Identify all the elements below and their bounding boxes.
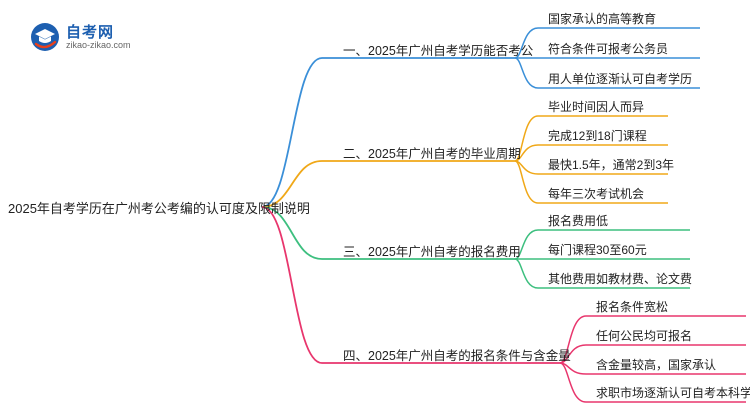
- leaf-item: 其他费用如教材费、论文费: [548, 272, 693, 286]
- branch-label: 三、2025年广州自考的报名费用: [343, 245, 521, 259]
- leaf-connector: [559, 344, 746, 364]
- branch-connector: [261, 206, 560, 364]
- leaf-connector: [514, 27, 700, 59]
- leaf-item: 每门课程30至60元: [548, 243, 647, 257]
- leaf-item: 用人单位逐渐认可自考学历: [548, 72, 693, 86]
- leaf-item: 毕业时间因人而异: [548, 100, 645, 114]
- leaf-connector: [514, 258, 690, 289]
- branch-label: 二、2025年广州自考的毕业周期: [343, 147, 521, 161]
- branch-connector: [261, 206, 515, 260]
- branch-connector: [261, 160, 515, 208]
- leaf-item: 最快1.5年，通常2到3年: [548, 158, 675, 172]
- leaf-item: 求职市场逐渐认可自考本科学历: [596, 386, 750, 400]
- leaf-item: 含金量较高，国家承认: [596, 358, 717, 372]
- branch-connector: [261, 57, 515, 208]
- site-logo[interactable]: 自考网 zikao-zikao.com: [30, 20, 160, 56]
- branch-label: 一、2025年广州自考学历能否考公: [343, 44, 534, 58]
- leaf-item: 国家承认的高等教育: [548, 12, 657, 26]
- leaf-connector: [514, 160, 668, 204]
- logo-url: zikao-zikao.com: [66, 40, 131, 50]
- leaf-connector: [514, 229, 690, 260]
- leaf-connector: [559, 362, 746, 403]
- leaf-item: 任何公民均可报名: [596, 329, 693, 343]
- leaf-item: 报名条件宽松: [596, 300, 669, 314]
- leaf-item: 完成12到18门课程: [548, 129, 647, 143]
- leaf-item: 符合条件可报考公务员: [548, 42, 669, 56]
- logo-title: 自考网: [66, 24, 115, 41]
- graduation-cap-icon: [31, 23, 59, 51]
- branch-label: 四、2025年广州自考的报名条件与含金量: [343, 349, 571, 363]
- leaf-connector: [514, 144, 668, 162]
- leaf-connector: [514, 57, 700, 89]
- leaf-item: 每年三次考试机会: [548, 187, 645, 201]
- leaf-item: 报名费用低: [548, 214, 609, 228]
- root-topic: 2025年自考学历在广州考公考编的认可度及限制说明: [8, 201, 310, 216]
